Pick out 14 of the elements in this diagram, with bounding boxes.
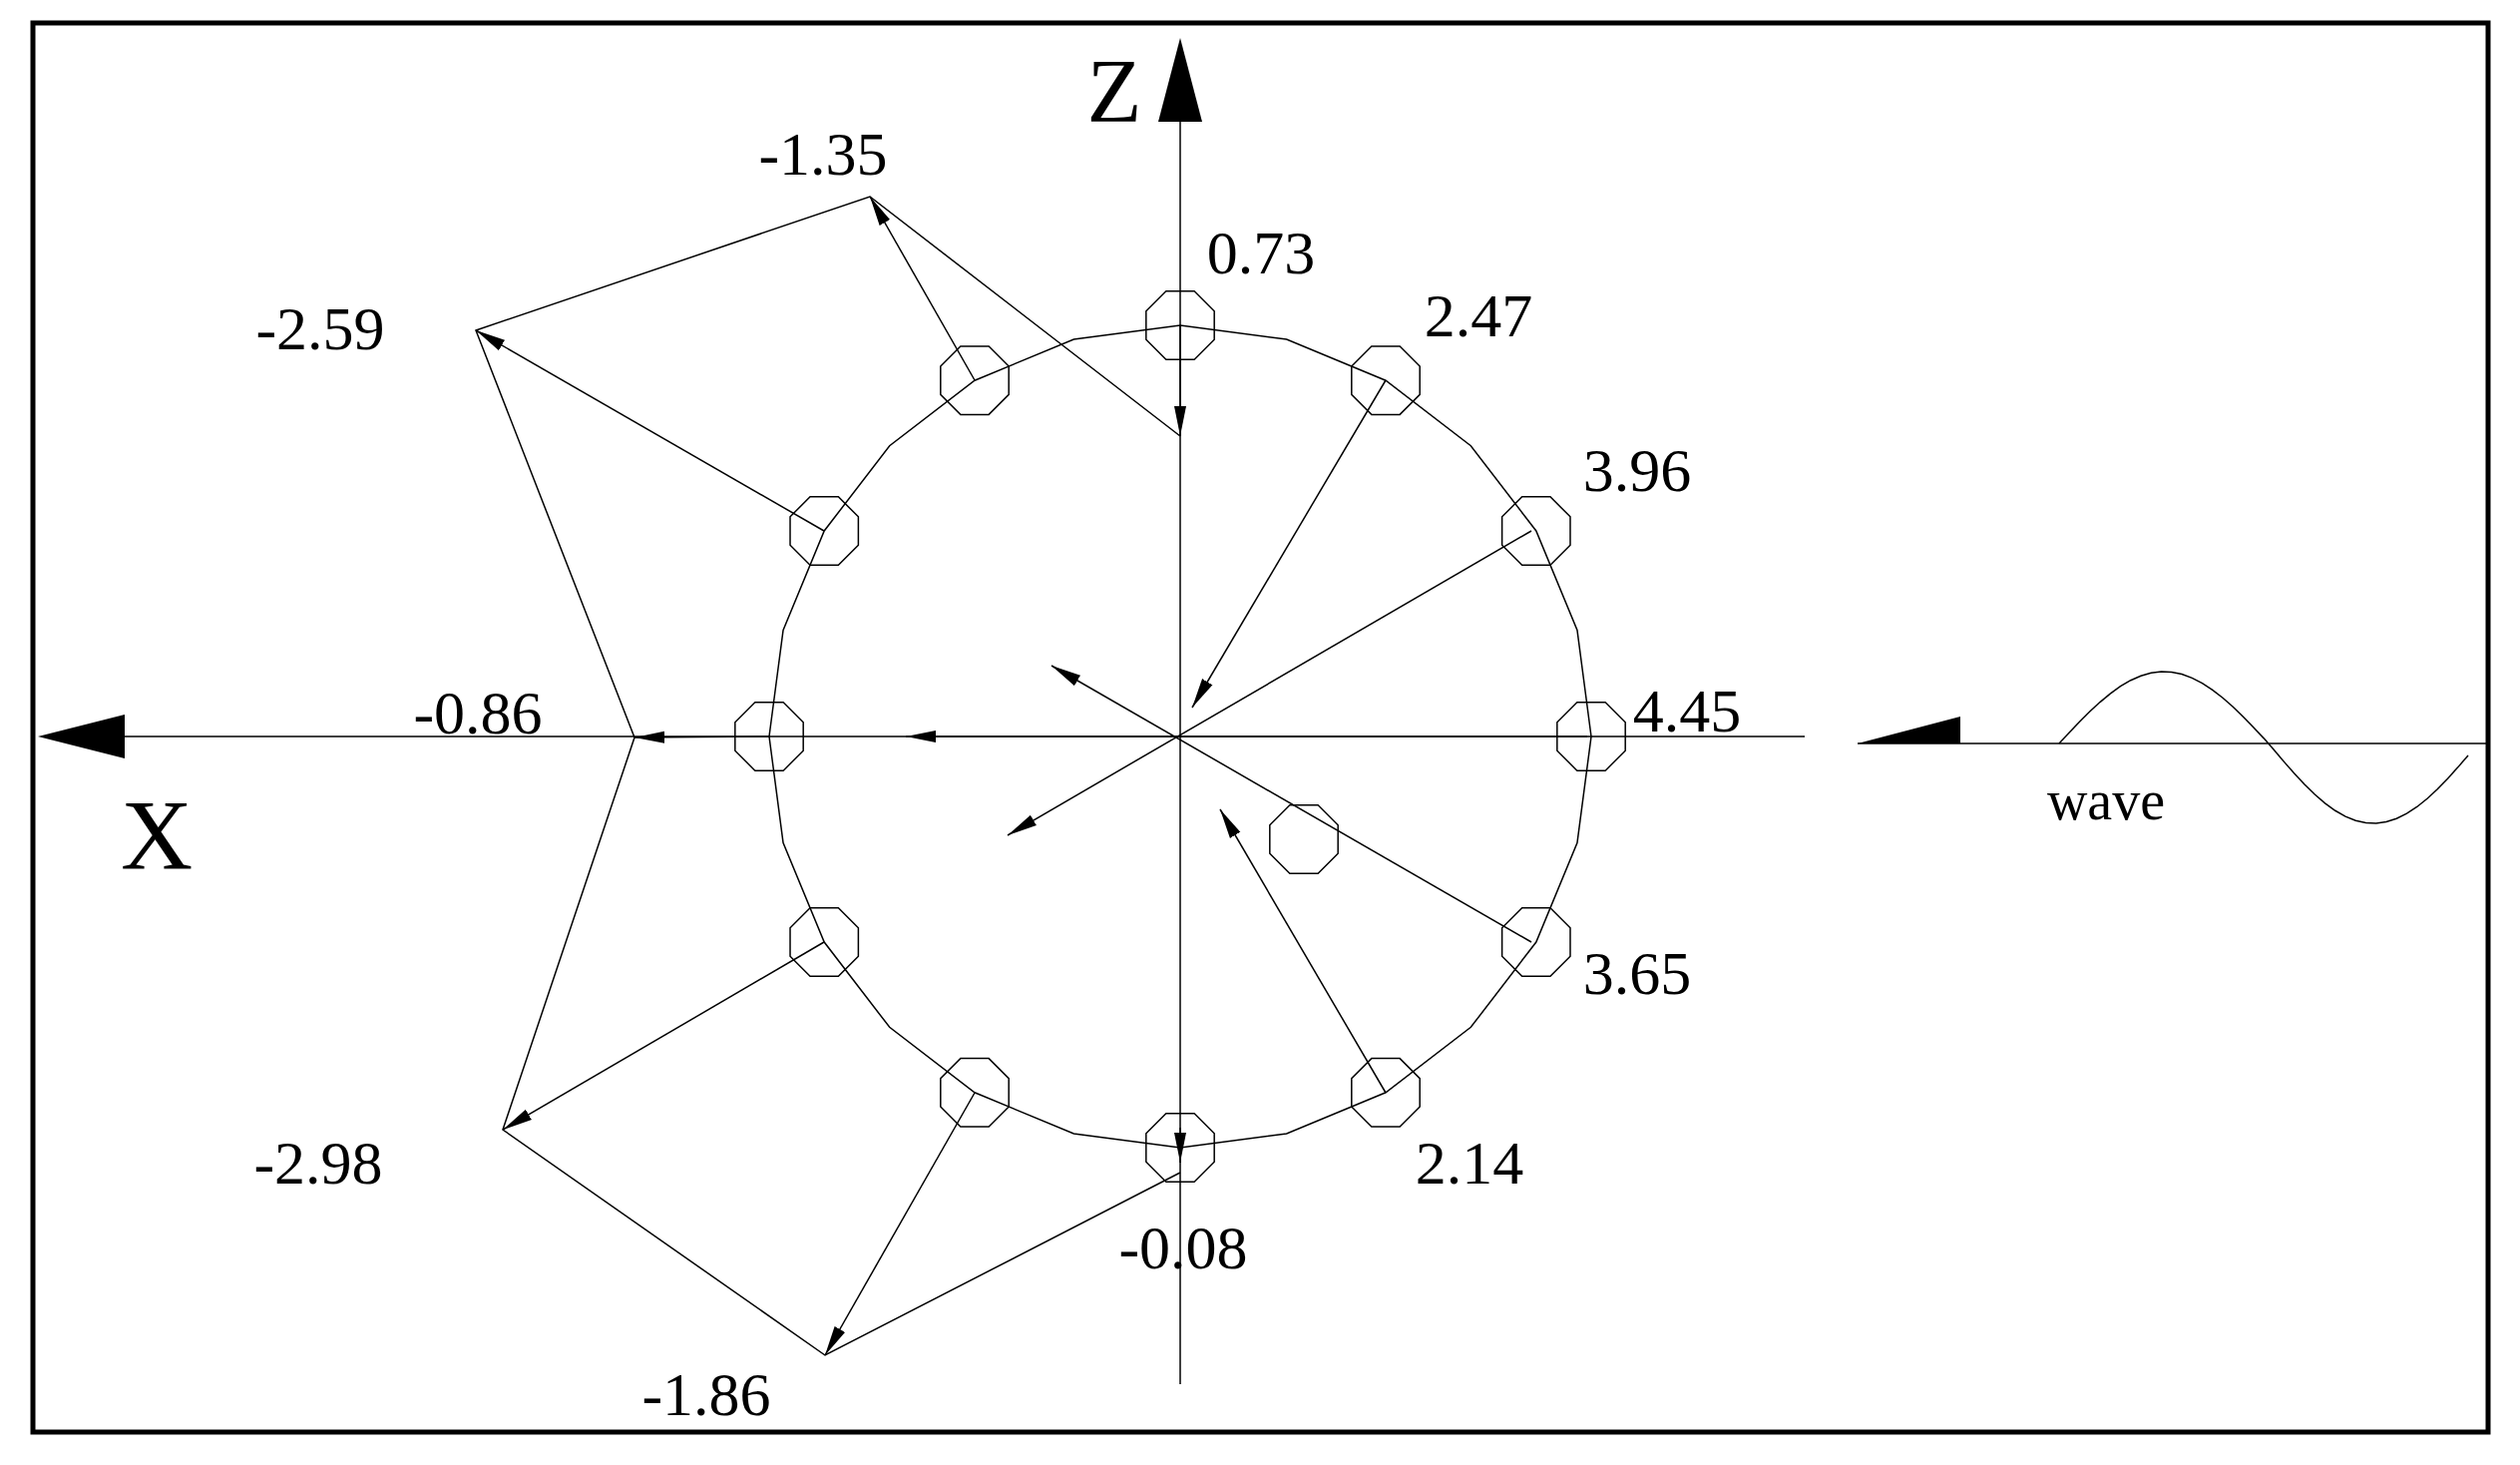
value-label: -1.86 [641, 1363, 771, 1425]
value-label: 0.73 [1206, 222, 1316, 283]
axis-label: Z [1086, 47, 1142, 137]
axis-label: X [120, 785, 194, 885]
value-label: -1.35 [758, 123, 888, 185]
wave-label: wave [2046, 772, 2166, 828]
value-label: 3.65 [1582, 942, 1692, 1004]
value-label: 2.47 [1424, 284, 1533, 346]
value-label: -2.59 [255, 297, 385, 359]
value-label: -2.98 [253, 1132, 383, 1194]
value-label: -0.86 [413, 682, 543, 743]
value-label: 3.96 [1582, 439, 1692, 501]
value-label: 4.45 [1632, 680, 1742, 741]
value-label: 2.14 [1415, 1132, 1524, 1194]
